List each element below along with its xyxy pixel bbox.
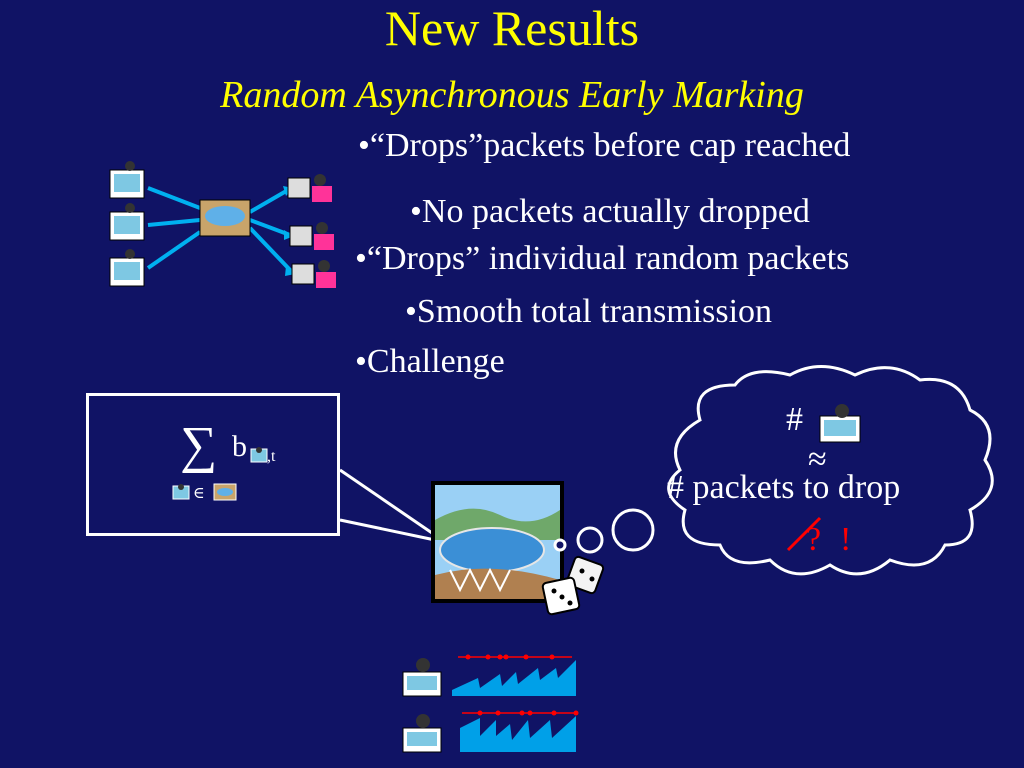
thought-approx: ≈ <box>808 441 827 478</box>
sender-person-icon <box>402 658 442 697</box>
receiver-person-icon <box>289 222 334 250</box>
sawtooth-graph-icon <box>402 654 579 753</box>
reservoir-icon <box>199 199 251 237</box>
sender-person-icon <box>250 447 268 463</box>
bullet-challenge: •Challenge <box>355 343 505 380</box>
dice-icon <box>541 555 605 616</box>
bullet-drops-before-cap: •“Drops”packets before cap reached <box>358 127 851 164</box>
strike-line <box>786 516 822 552</box>
sender-person-icon <box>109 249 145 287</box>
formula-box <box>86 393 340 536</box>
receiver-person-icon <box>291 260 336 288</box>
sender-person-icon <box>819 404 861 443</box>
thought-exclaim: ! <box>840 521 852 558</box>
callout-pointer <box>339 468 436 542</box>
sender-person-icon <box>172 484 190 500</box>
thought-bubble <box>553 365 994 576</box>
sender-person-icon <box>402 714 442 753</box>
bullet-smooth-transmission: •Smooth total transmission <box>405 293 773 330</box>
network-diagram <box>109 161 336 288</box>
reservoir-icon <box>431 481 564 603</box>
sender-person-icon <box>109 161 145 199</box>
bullet-no-packets-dropped: •No packets actually dropped <box>410 193 810 230</box>
thought-packets-to-drop: # packets to drop <box>667 469 901 506</box>
receiver-person-icon <box>287 174 332 202</box>
slide-subtitle: Random Asynchronous Early Marking <box>220 74 804 116</box>
slide-title: New Results <box>384 0 640 56</box>
connection-lines <box>146 186 294 274</box>
sum-symbol: ∑ <box>180 417 218 474</box>
bullet-drops-random: •“Drops” individual random packets <box>355 240 850 277</box>
element-of-symbol: ∈ <box>193 485 205 502</box>
formula-subscript: ,t <box>267 448 276 465</box>
reservoir-icon <box>213 483 237 501</box>
sender-person-icon <box>109 203 145 241</box>
formula-variable: b <box>232 430 247 463</box>
thought-hash: # <box>786 401 803 438</box>
